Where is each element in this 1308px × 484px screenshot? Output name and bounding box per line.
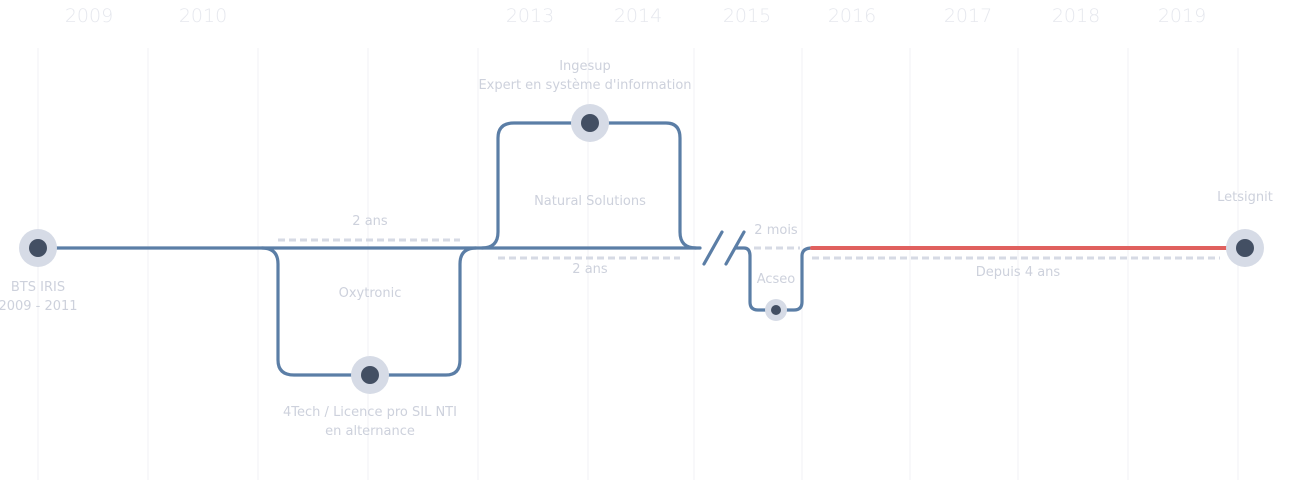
bts-dates: 2009 - 2011	[0, 299, 78, 314]
fourtech-label-line2: en alternance	[325, 424, 415, 439]
ingesup-label-line1: Ingesup	[559, 59, 611, 74]
letsignit-node	[1226, 229, 1264, 267]
year-label: 2013	[506, 5, 554, 27]
break-slash	[702, 230, 724, 266]
acseo-node-dot	[771, 305, 781, 315]
year-label: 2018	[1052, 5, 1100, 27]
oxytronic-duration: 2 ans	[352, 214, 388, 229]
letsignit-label: Letsignit	[1217, 190, 1273, 205]
year-label: 2014	[614, 5, 662, 27]
ingesup-node-dot	[581, 114, 599, 132]
year-label: 2017	[944, 5, 992, 27]
career-track	[36, 121, 1228, 377]
year-label: 2015	[723, 5, 771, 27]
acseo-node	[765, 299, 787, 321]
natural-solutions-label: Natural Solutions	[534, 194, 646, 209]
year-axis: 2009 2010 2013 2014 2015 2016 2017 2018 …	[65, 5, 1206, 27]
acseo-label: Acseo	[757, 272, 796, 287]
ingesup-label-line2: Expert en système d'information	[478, 78, 691, 93]
fourtech-node	[351, 356, 389, 394]
oxytronic-label: Oxytronic	[339, 286, 402, 301]
letsignit-duration: Depuis 4 ans	[976, 265, 1061, 280]
bts-node	[19, 229, 57, 267]
year-label: 2016	[828, 5, 876, 27]
year-gridlines	[37, 48, 1239, 480]
bts-node-dot	[29, 239, 47, 257]
letsignit-node-dot	[1236, 239, 1254, 257]
fourtech-label-line1: 4Tech / Licence pro SIL NTI	[283, 405, 457, 420]
acseo-duration: 2 mois	[754, 223, 798, 238]
timeline-nodes	[19, 104, 1264, 394]
bts-title: BTS IRIS	[11, 280, 65, 295]
duration-dashes	[278, 238, 1220, 260]
year-label: 2009	[65, 5, 113, 27]
track-oxytronic-branch	[260, 246, 478, 377]
natural-duration: 2 ans	[572, 262, 608, 277]
fourtech-node-dot	[361, 366, 379, 384]
timeline-labels: BTS IRIS 2009 - 2011 2 ans Oxytronic 4Te…	[0, 59, 1273, 439]
year-label: 2019	[1158, 5, 1206, 27]
track-acseo-branch	[734, 246, 814, 312]
year-label: 2010	[179, 5, 227, 27]
ingesup-node	[571, 104, 609, 142]
